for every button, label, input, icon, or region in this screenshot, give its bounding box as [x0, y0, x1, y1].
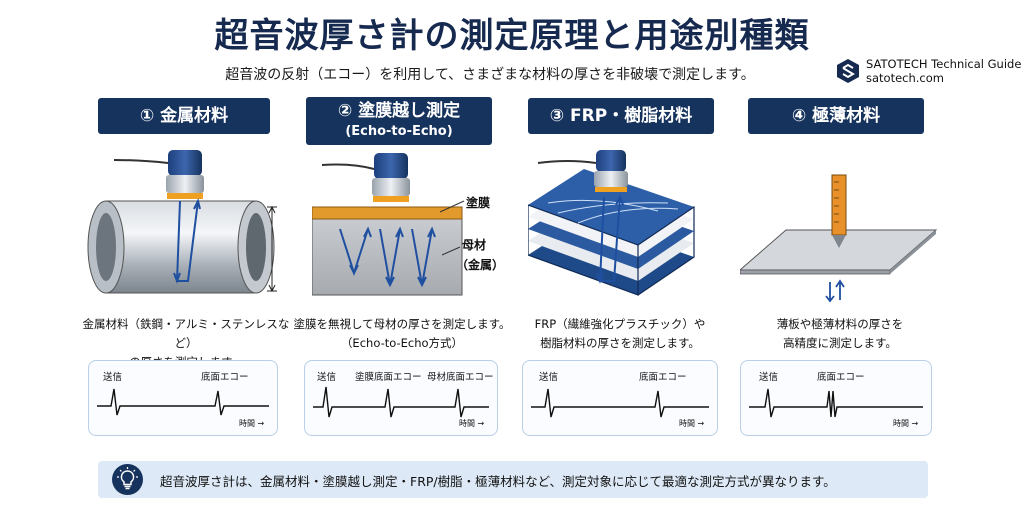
description-coating: 塗膜を無視して母材の厚さを測定します。 （Echo-to-Echo方式） — [292, 315, 512, 353]
panel-label-coating-text: ② 塗膜越し測定 — [337, 101, 461, 121]
signal-label-back-echo: 底面エコー — [817, 372, 865, 383]
signal-label-base-echo: 母材底面エコー — [427, 372, 494, 383]
description-frp-line2: 樹脂材料の厚さを測定します。 — [540, 336, 700, 350]
page-title: 超音波厚さ計の測定原理と用途別種類 — [214, 16, 810, 56]
signal-label-transmit: 送信 — [539, 372, 559, 383]
brand[interactable]: SATOTECH Technical Guide satotech.com — [836, 56, 1022, 86]
thin-sheet-diagram — [740, 174, 938, 303]
label-base-material: 母材 — [462, 238, 487, 252]
time-axis-label: 時間 → — [679, 419, 705, 428]
panel-label-frp-text: ③ FRP・樹脂材料 — [549, 106, 693, 126]
panel-label-frp: ③ FRP・樹脂材料 — [528, 98, 714, 134]
description-frp: FRP（繊維強化プラスチック）や 樹脂材料の厚さを測定します。 — [510, 315, 730, 353]
panel-label-thin: ④ 極薄材料 — [748, 98, 924, 134]
summary-note-text: 超音波厚さ計は、金属材料・塗膜越し測定・FRP/樹脂・極薄材料など、測定対象に応… — [160, 474, 836, 489]
label-coating: 塗膜 — [466, 196, 491, 210]
description-metal: 金属材料（鉄鋼・アルミ・ステンレスなど） の厚さを測定します。 — [76, 315, 296, 372]
description-coating-line1: 塗膜を無視して母材の厚さを測定します。 — [293, 317, 511, 331]
waveform-frp-trace — [531, 388, 709, 418]
description-thin-line2: 高精度に測定します。 — [783, 336, 897, 350]
waveform-metal-trace — [97, 388, 269, 416]
signal-label-coating-echo: 塗膜底面エコー — [355, 372, 422, 383]
signal-label-back-echo: 底面エコー — [639, 372, 687, 383]
signal-label-transmit: 送信 — [103, 372, 123, 383]
description-metal-line1: 金属材料（鉄鋼・アルミ・ステンレスなど） — [82, 317, 290, 350]
description-thin-line1: 薄板や極薄材料の厚さを — [776, 317, 904, 331]
frp-diagram — [528, 150, 695, 296]
waveform-metal: 送信 底面エコー 時間 → — [88, 360, 278, 436]
description-frp-line1: FRP（繊維強化プラスチック）や — [534, 317, 706, 331]
label-base-metal: （金属） — [456, 258, 505, 272]
time-axis-label: 時間 → — [239, 419, 265, 428]
page-subtitle: 超音波の反射（エコー）を利用して、さまざまな材料の厚さを非破壊で測定します。 — [225, 67, 755, 83]
brand-url[interactable]: satotech.com — [866, 71, 944, 85]
satotech-logo-icon — [837, 59, 859, 83]
signal-label-transmit: 送信 — [317, 372, 337, 383]
summary-note: 超音波厚さ計は、金属材料・塗膜越し測定・FRP/樹脂・極薄材料など、測定対象に応… — [98, 461, 928, 498]
waveform-coating-trace — [313, 386, 489, 418]
panel-label-metal: ① 金属材料 — [98, 98, 270, 134]
time-axis-label: 時間 → — [893, 419, 919, 428]
description-thin: 薄板や極薄材料の厚さを 高精度に測定します。 — [730, 315, 950, 353]
coating-diagram — [312, 153, 465, 296]
lightbulb-icon — [112, 464, 143, 495]
panel-label-thin-text: ④ 極薄材料 — [791, 106, 881, 126]
panel-label-coating: ② 塗膜越し測定 (Echo-to-Echo) — [306, 97, 492, 145]
signal-label-back-echo: 底面エコー — [201, 372, 249, 383]
brand-name: SATOTECH Technical Guide — [866, 57, 1022, 71]
signal-label-transmit: 送信 — [759, 372, 779, 383]
metal-pipe-diagram — [87, 150, 277, 294]
description-coating-line2: （Echo-to-Echo方式） — [340, 336, 464, 350]
waveform-frp: 送信 底面エコー 時間 → — [522, 360, 718, 436]
time-axis-label: 時間 → — [459, 419, 485, 428]
waveform-coating: 送信 塗膜底面エコー 母材底面エコー 時間 → — [304, 360, 498, 436]
panel-label-coating-sub: (Echo-to-Echo) — [345, 124, 453, 139]
waveform-thin: 送信 底面エコー 時間 → — [740, 360, 932, 436]
waveform-thin-trace — [749, 388, 923, 418]
panel-label-metal-text: ① 金属材料 — [139, 106, 229, 126]
